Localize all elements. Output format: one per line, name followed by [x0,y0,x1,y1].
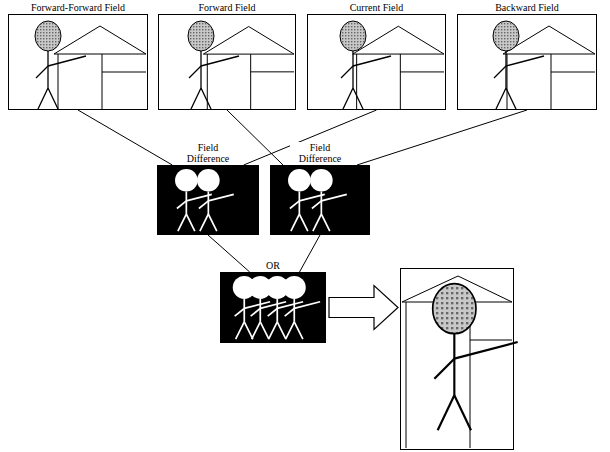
node-heading: Forward-Forward Field [29,2,127,13]
difference-image [157,165,370,235]
or-box: OR [220,272,326,343]
node-heading: Field Difference [178,142,238,164]
node-heading: Current Field [348,2,406,13]
node-heading: Backward Field [493,2,561,13]
difference-box: Field Difference [270,165,370,235]
result-frame [400,268,514,450]
result-scene [402,276,518,448]
field-frame: Current Field [307,14,446,110]
field-frame: Forward Field [158,14,296,110]
node-heading: OR [264,260,282,271]
result-arrow [329,286,398,330]
field-frame: Forward-Forward Field [8,14,148,110]
node-heading: Field Difference [290,142,350,164]
connector-line [300,235,321,272]
field-frame: Backward Field [457,14,597,110]
or-image [220,272,326,343]
field-scene [35,21,595,110]
node-heading: Forward Field [197,2,258,13]
connector-line [357,110,527,165]
difference-box: Field Difference [157,165,259,235]
connector-line [208,235,250,272]
connector-line [78,110,172,165]
connector-line [244,110,377,165]
